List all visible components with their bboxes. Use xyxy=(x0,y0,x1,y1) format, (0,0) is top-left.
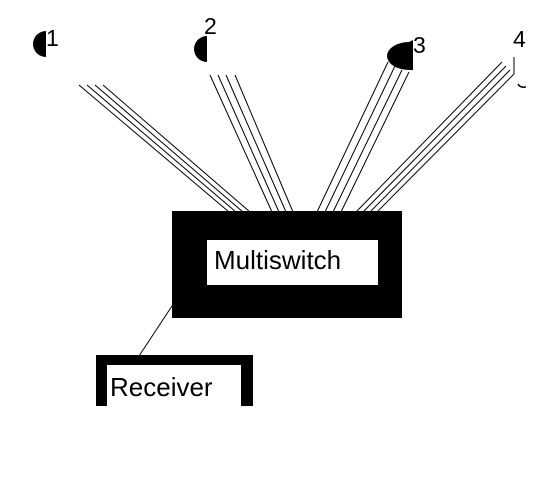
cable-bundle-4 xyxy=(355,61,515,213)
receiver-cable xyxy=(138,305,173,357)
dish-3-label: 3 xyxy=(413,32,426,58)
dish-2 xyxy=(194,36,207,62)
cable-bundle-1 xyxy=(78,84,251,213)
receiver-box xyxy=(96,355,253,406)
multiswitch-box xyxy=(172,211,402,318)
dish-4 xyxy=(513,57,527,88)
dish-4-label: 4 xyxy=(513,26,526,52)
dish-3 xyxy=(387,40,413,70)
receiver-label: Receiver xyxy=(110,372,213,402)
dish-1 xyxy=(33,31,46,57)
cable-bundle-3 xyxy=(316,61,410,213)
cable-bundle-2 xyxy=(209,74,294,213)
dish-2-label: 2 xyxy=(204,13,217,39)
multiswitch-label: Multiswitch xyxy=(214,245,342,275)
dish-1-label: 1 xyxy=(46,25,59,51)
